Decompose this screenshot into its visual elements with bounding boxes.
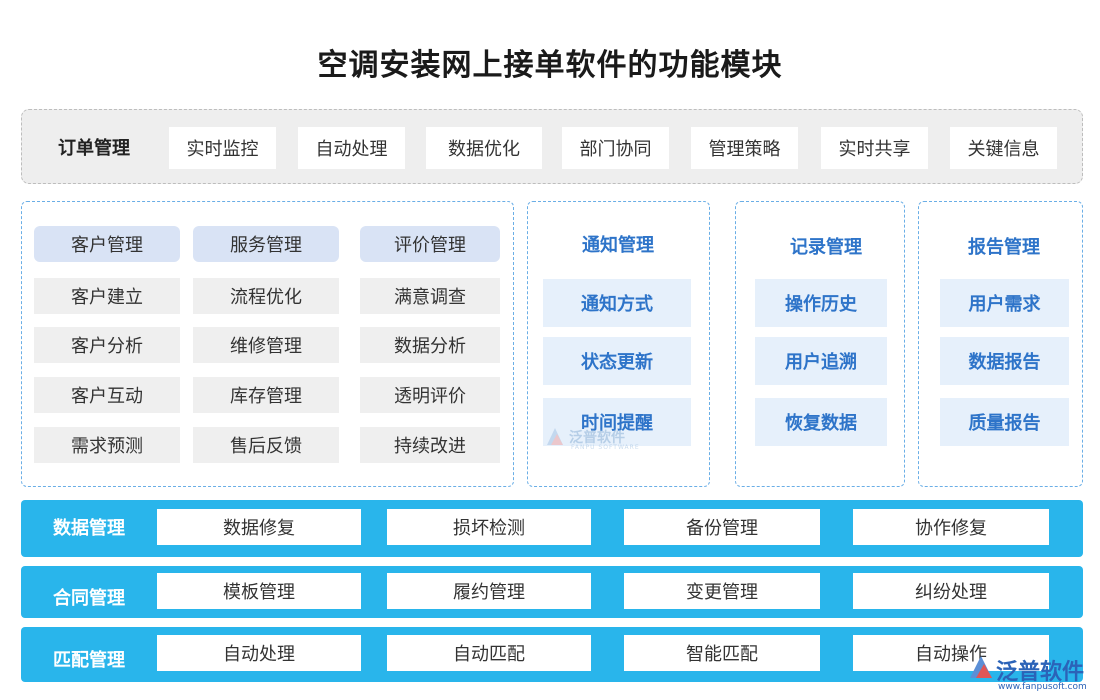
bar-label: 合同管理 (53, 588, 125, 609)
group-item: 用户需求 (940, 279, 1069, 327)
bar-item: 自动处理 (157, 635, 361, 671)
group-item: 通知方式 (543, 279, 691, 327)
records-title: 记录管理 (790, 237, 862, 258)
watermark-url: www.fanpusoft.com (998, 682, 1087, 692)
service-management-header: 服务管理 (193, 226, 339, 262)
order-management-row: 订单管理 实时监控 自动处理 数据优化 部门协同 管理策略 实时共享 关键信息 (21, 109, 1083, 184)
order-item: 部门协同 (562, 127, 669, 169)
order-item: 实时共享 (821, 127, 928, 169)
bar-item: 备份管理 (624, 509, 820, 545)
fanpu-logo-icon (970, 656, 992, 678)
group-item: 数据分析 (360, 327, 500, 363)
group-item: 流程优化 (193, 278, 339, 314)
watermark-name: 泛普软件 (996, 660, 1085, 685)
group-item: 恢复数据 (755, 398, 887, 446)
bar-item: 损坏检测 (387, 509, 591, 545)
watermark-name: 泛普软件 (569, 430, 625, 446)
bar-item: 自动操作 (853, 635, 1049, 671)
group-item: 维修管理 (193, 327, 339, 363)
order-item: 管理策略 (691, 127, 798, 169)
order-item: 关键信息 (950, 127, 1057, 169)
group-item: 状态更新 (543, 337, 691, 385)
group-item: 客户互动 (34, 377, 180, 413)
watermark-corner: 泛普软件 www.fanpusoft.com (966, 652, 1087, 692)
bar-item: 纠纷处理 (853, 573, 1049, 609)
group-item: 需求预测 (34, 427, 180, 463)
group-item: 持续改进 (360, 427, 500, 463)
bar-item: 变更管理 (624, 573, 820, 609)
reports-title: 报告管理 (968, 237, 1040, 258)
notification-group: 通知管理 通知方式 状态更新 时间提醒 (527, 201, 710, 487)
customer-management-header: 客户管理 (34, 226, 180, 262)
group-item: 用户追溯 (755, 337, 887, 385)
group-item: 数据报告 (940, 337, 1069, 385)
group-item: 客户分析 (34, 327, 180, 363)
contract-management-bar: 合同管理 模板管理 履约管理 变更管理 纠纷处理 (21, 566, 1083, 618)
watermark-sub: FANPU SOFTWARE (571, 444, 640, 451)
matching-management-bar: 匹配管理 自动处理 自动匹配 智能匹配 自动操作 (21, 627, 1083, 682)
records-group: 记录管理 操作历史 用户追溯 恢复数据 (735, 201, 905, 487)
data-management-bar: 数据管理 数据修复 损坏检测 备份管理 协作修复 (21, 500, 1083, 557)
bar-label: 匹配管理 (53, 650, 125, 671)
customer-service-group: 客户管理 服务管理 评价管理 客户建立 客户分析 客户互动 需求预测 流程优化 … (21, 201, 514, 487)
group-item: 库存管理 (193, 377, 339, 413)
bar-item: 自动匹配 (387, 635, 591, 671)
fanpu-logo-icon (547, 428, 563, 445)
reports-group: 报告管理 用户需求 数据报告 质量报告 (918, 201, 1083, 487)
evaluation-management-header: 评价管理 (360, 226, 500, 262)
bar-item: 数据修复 (157, 509, 361, 545)
bar-item: 履约管理 (387, 573, 591, 609)
group-item: 操作历史 (755, 279, 887, 327)
group-item: 透明评价 (360, 377, 500, 413)
group-item: 客户建立 (34, 278, 180, 314)
group-item: 时间提醒 (543, 398, 691, 446)
group-item: 满意调查 (360, 278, 500, 314)
bar-item: 智能匹配 (624, 635, 820, 671)
order-management-label: 订单管理 (58, 138, 130, 159)
bar-item: 模板管理 (157, 573, 361, 609)
order-item: 实时监控 (169, 127, 276, 169)
bar-label: 数据管理 (53, 518, 125, 539)
group-item: 售后反馈 (193, 427, 339, 463)
group-item: 质量报告 (940, 398, 1069, 446)
watermark-center: 泛普软件 FANPU SOFTWARE (543, 425, 639, 453)
page-title: 空调安装网上接单软件的功能模块 (317, 48, 783, 83)
notification-title: 通知管理 (582, 235, 654, 256)
order-item: 自动处理 (298, 127, 405, 169)
bar-item: 协作修复 (853, 509, 1049, 545)
order-item: 数据优化 (426, 127, 542, 169)
